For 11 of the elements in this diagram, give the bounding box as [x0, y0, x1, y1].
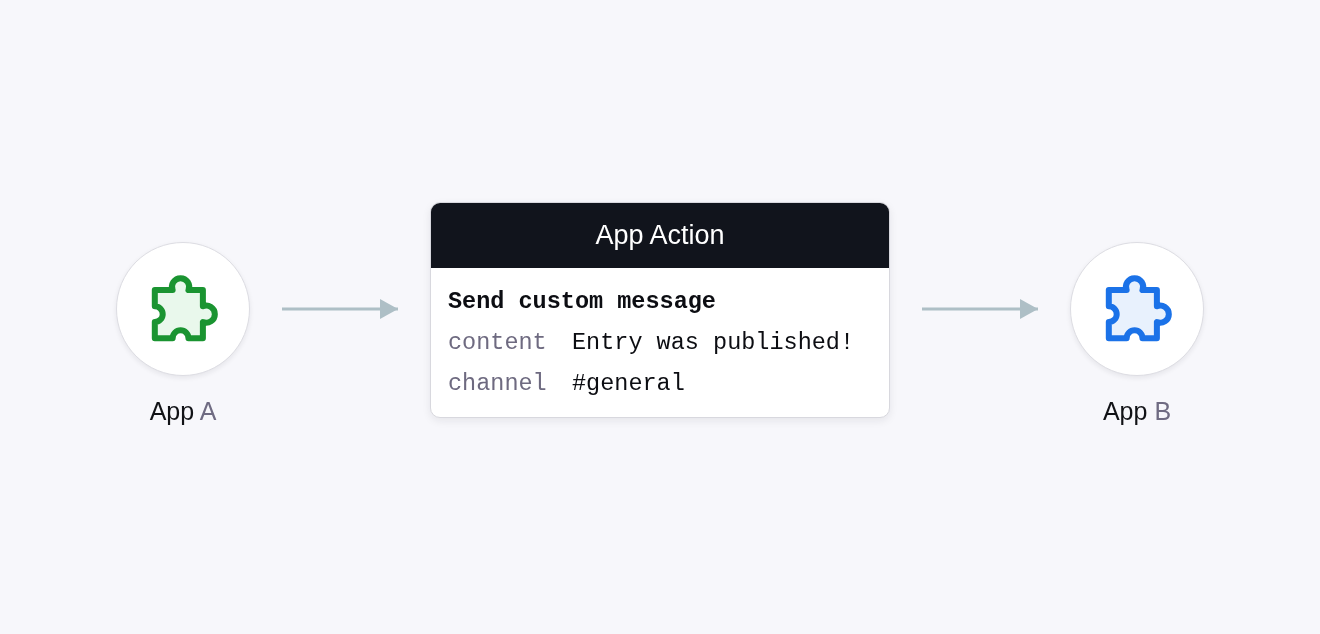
arrow — [282, 299, 398, 319]
field-value: #general — [572, 370, 685, 397]
card-title: App Action — [595, 220, 725, 251]
app-label: App A — [149, 396, 217, 426]
action-name: Send custom message — [448, 288, 716, 315]
arrow — [922, 299, 1038, 319]
field-key: channel — [448, 363, 572, 404]
field-key: content — [448, 322, 572, 363]
field-value: Entry was published! — [572, 329, 855, 356]
app-label: App B — [1102, 396, 1172, 426]
action-card — [430, 202, 890, 418]
